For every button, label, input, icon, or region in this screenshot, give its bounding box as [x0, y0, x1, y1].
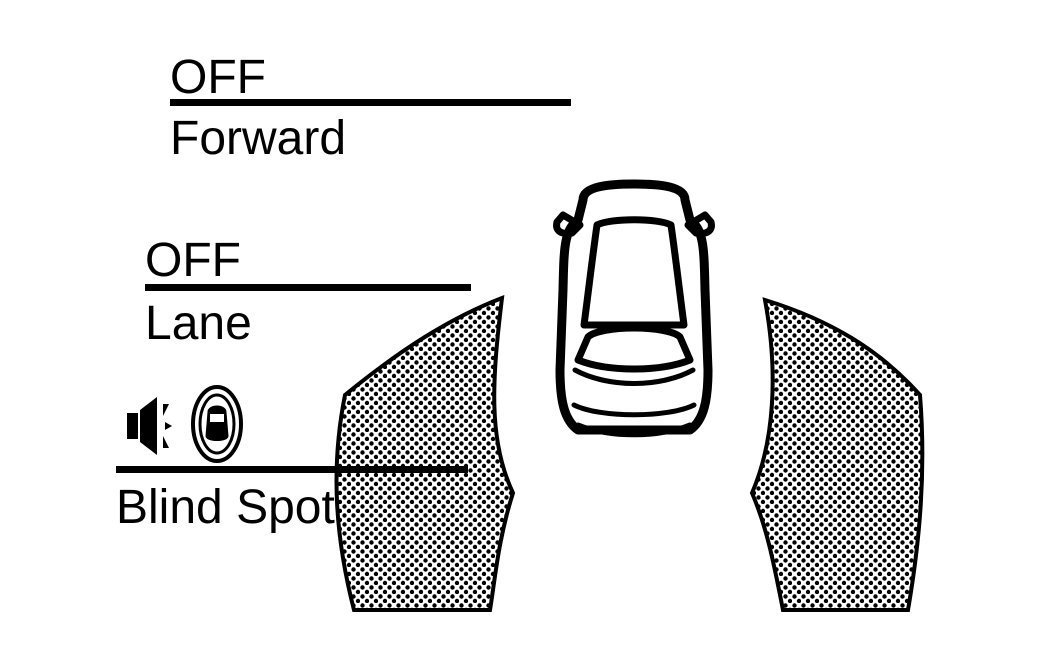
car-alert-icon: [191, 385, 243, 463]
vehicle-top-view-icon: [553, 179, 715, 438]
speaker-icon: [127, 397, 172, 455]
left-blind-spot-zone: [334, 294, 516, 612]
forward-status: OFF: [170, 51, 266, 104]
lane-status: OFF: [145, 234, 241, 287]
forward-label: Forward: [170, 112, 347, 165]
right-blind-spot-zone: [749, 297, 925, 612]
lane-divider: [145, 284, 471, 291]
blind-spot-divider: [116, 466, 468, 473]
forward-divider: [170, 99, 571, 106]
blind-spot-label: Blind Spot: [116, 481, 335, 534]
lane-label: Lane: [145, 297, 252, 350]
